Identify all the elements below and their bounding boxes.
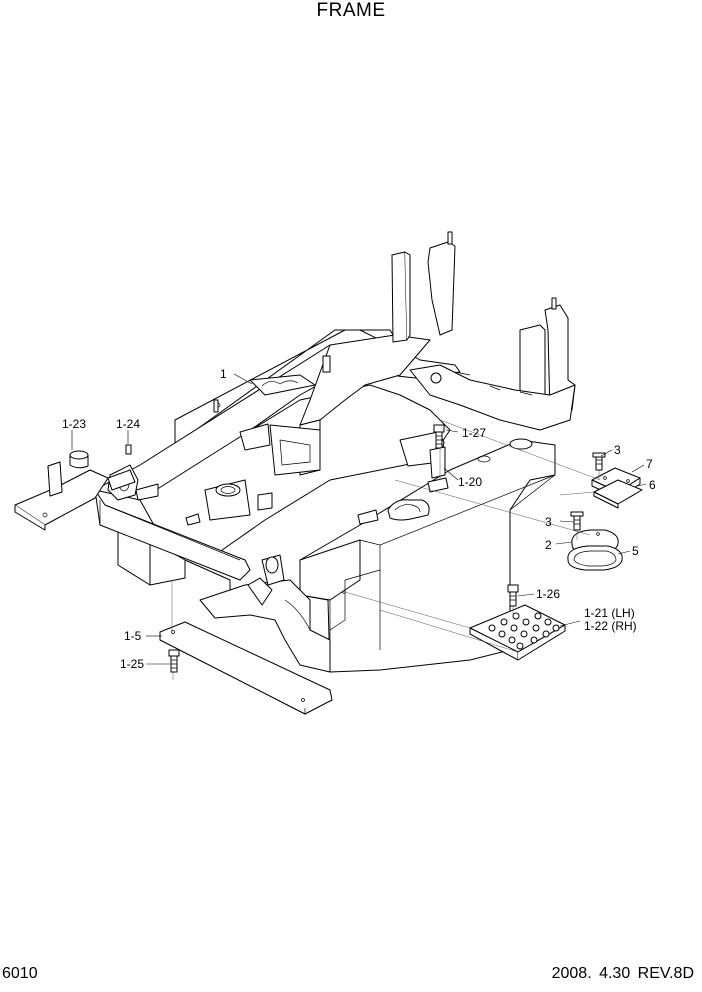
page-number: 6010 xyxy=(2,965,38,982)
callout-3-lower: 3 xyxy=(545,515,552,529)
callout-1-25: 1-25 xyxy=(120,657,144,671)
callout-1-27: 1-27 xyxy=(462,426,486,440)
leader-lines xyxy=(71,373,647,680)
callout-5: 5 xyxy=(632,544,639,558)
part-1-21-step-plate xyxy=(469,604,566,661)
part-1-24-fitting xyxy=(125,444,132,455)
part-1-27-bolt xyxy=(433,424,445,449)
revision-date: 2008. 4.30 REV.8D xyxy=(551,965,694,982)
callout-3-upper: 3 xyxy=(614,443,621,457)
part-1-26-bolt xyxy=(507,584,519,607)
diagram-title: FRAME xyxy=(316,0,386,21)
part-cover-assembly-upper xyxy=(591,452,643,509)
callout-1-20: 1-20 xyxy=(458,475,482,489)
part-1-5-under-cover xyxy=(159,621,333,715)
lower-frame-body xyxy=(199,438,556,673)
step-plate-holes xyxy=(488,612,560,650)
left-front-structure xyxy=(14,461,136,531)
callout-6: 6 xyxy=(649,478,656,492)
part-1-25-bolt xyxy=(168,649,180,673)
part-1-23-bushing xyxy=(69,450,89,469)
callout-1-22-rh: 1-22 (RH) xyxy=(584,619,637,633)
part-cover-assembly-lower xyxy=(567,511,623,571)
callout-labels: 1 1-23 1-24 1-27 1-20 3 7 6 3 2 5 1-26 1… xyxy=(62,367,656,671)
part-1-20-bracket xyxy=(429,446,446,479)
callout-1: 1 xyxy=(220,367,227,381)
callout-1-24: 1-24 xyxy=(116,417,140,431)
callout-7: 7 xyxy=(646,457,653,471)
callout-1-26: 1-26 xyxy=(536,587,560,601)
callout-2: 2 xyxy=(545,538,552,552)
callout-1-5: 1-5 xyxy=(124,629,142,643)
callout-1-23: 1-23 xyxy=(62,417,86,431)
callout-1-21-lh: 1-21 (LH) xyxy=(584,606,635,620)
upper-frame-towers xyxy=(391,231,576,467)
